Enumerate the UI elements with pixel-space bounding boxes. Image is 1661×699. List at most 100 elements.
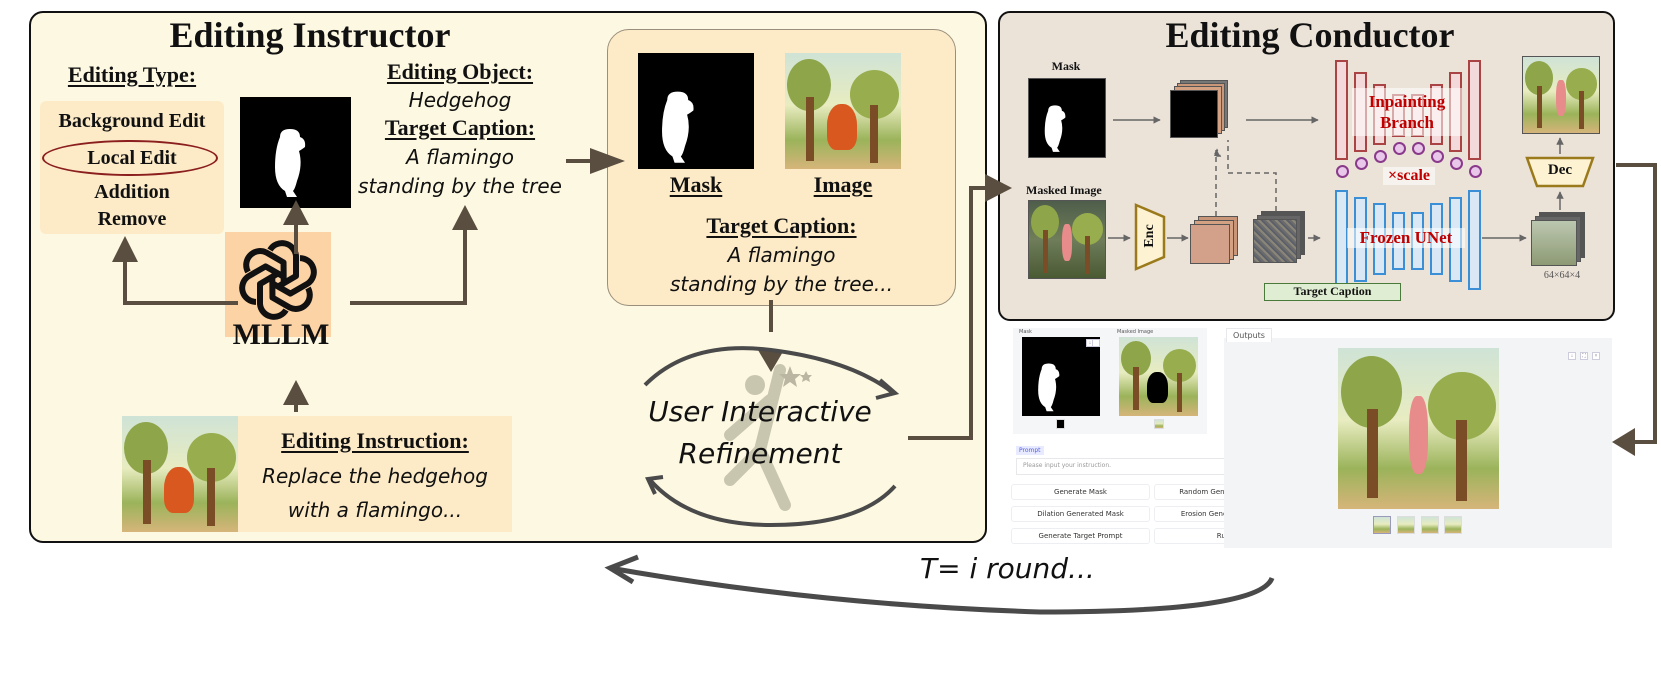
generate-target-prompt-button[interactable]: Generate Target Prompt [1011,528,1150,544]
noise-latent-stack [1253,211,1308,266]
fullscreen-icon[interactable]: ⛶ [1580,352,1588,360]
prompt-tag: Prompt [1016,446,1044,455]
refinement-line: User Interactive [648,395,872,428]
mllm-arrows [123,159,1657,444]
conductor-mask-label: Mask [1051,59,1081,73]
zero-conv-icon [1374,150,1387,163]
openai-logo-icon [239,240,317,320]
editing-type-option[interactable]: Background Edit [58,110,206,132]
zero-conv-icon [1450,157,1463,170]
output-caption-line: A flamingo [727,243,836,267]
output-mask-image [638,53,754,169]
inpainting-label-line: Branch [1380,113,1434,132]
arrowhead-icon [590,148,625,174]
editing-instruction-line: with a flamingo... [287,498,463,522]
source-image [122,416,238,532]
output-latent-stack [1531,212,1591,268]
silhouette-icon [275,129,306,197]
decoder-label: Dec [1547,162,1573,178]
gradio-mask-image[interactable] [1022,337,1100,416]
editing-type-heading: Editing Type: [67,62,197,87]
editing-conductor-panel [998,11,1615,321]
arrowhead-icon [758,350,784,372]
dilation-generated-mask-button[interactable]: Dilation Generated Mask [1011,506,1150,522]
arrow-to-conductor [908,186,985,440]
selected-type-ellipse [42,140,218,176]
masked-image-label: Masked Image [1026,183,1102,197]
stars-icon [779,366,812,387]
gradio-masked-image-label: Masked Image [1117,329,1154,335]
running-person-icon [724,364,791,511]
arrow-to-type [123,262,238,305]
editing-object-heading: Editing Object: [386,59,534,84]
editing-type-option-selected[interactable]: Local Edit [87,147,177,169]
mllm-box [225,232,331,337]
editing-instruction-box [238,416,512,532]
inpainting-block [1335,60,1348,160]
editing-object-value: Hedgehog [408,88,512,112]
round-loop-arrow [604,554,1275,615]
inpainting-branch-label: Inpainting Branch [1352,88,1462,136]
editing-type-option[interactable]: Addition [94,181,170,203]
zero-conv-icon [1336,165,1349,178]
output-caption-heading: Target Caption: [706,213,857,238]
close-icon[interactable]: × [1592,352,1600,360]
arrow-to-outputs [1616,163,1657,444]
silhouette-icon [1038,363,1060,412]
zero-conv-icon [1469,165,1482,178]
silhouette-icon [1044,105,1066,152]
encoder-block [1134,203,1166,271]
image-latent-stack [1190,216,1242,268]
arrowhead-icon [985,174,1012,202]
mask-thumbnail[interactable] [1056,419,1065,429]
zero-conv-icon [1393,142,1406,155]
download-icon[interactable]: ↓ [1568,352,1576,360]
conductor-target-caption: Target Caption [1264,283,1401,301]
arrowhead-icon [452,205,478,230]
output-caption-line: standing by the tree... [670,272,893,296]
latent-shape-label: 64×64×4 [1543,270,1581,281]
instructor-title: Editing Instructor [169,15,451,55]
loop-label: T= i round... [920,552,1095,585]
decoder-block [1525,156,1595,188]
fullscreen-icon[interactable] [1092,339,1100,347]
output-image-label: Image [813,172,873,197]
output-thumbnail[interactable] [1373,516,1391,534]
generate-mask-button[interactable]: Generate Mask [1011,484,1150,500]
arrowhead-icon [283,380,309,405]
arrowhead-icon [112,236,138,262]
masked-image-thumbnail[interactable] [1154,419,1164,429]
frozen-unet-label: Frozen UNet [1347,228,1465,248]
arrow-to-caption [350,230,467,305]
inpainting-label-line: Inpainting [1368,92,1446,111]
scale-label: ×scale [1383,167,1435,185]
target-caption-heading: Target Caption: [384,115,536,140]
output-thumbnail[interactable] [1397,516,1415,534]
mask-latent-stack [1170,80,1230,140]
output-thumbnail[interactable] [1444,516,1462,534]
silhouette-icon [662,91,694,163]
arrowhead-icon [1612,428,1635,456]
output-thumbnail[interactable] [1421,516,1439,534]
masked-image [1028,200,1106,279]
inpainting-block [1468,60,1481,160]
decoded-output-image [1522,56,1600,134]
gradio-masked-image[interactable] [1119,337,1198,416]
target-caption-line: standing by the tree [358,174,562,198]
output-image[interactable] [1338,348,1499,509]
editing-instruction-line: Replace the hedgehog [262,464,488,488]
editing-instruction-heading: Editing Instruction: [281,428,469,453]
output-mask-label: Mask [669,172,723,197]
mllm-mask-image [240,97,351,208]
zero-conv-icon [1412,142,1425,155]
arrowhead-icon [283,200,309,225]
refinement-loop [643,346,900,528]
mllm-label: MLLM [232,318,330,351]
outputs-tab[interactable]: Outputs [1226,328,1272,342]
editing-type-option[interactable]: Remove [97,208,167,230]
target-caption-line: A flamingo [406,145,514,169]
conductor-mask-image [1028,78,1106,158]
conductor-title: Editing Conductor [1165,15,1455,55]
zero-conv-icon [1431,150,1444,163]
